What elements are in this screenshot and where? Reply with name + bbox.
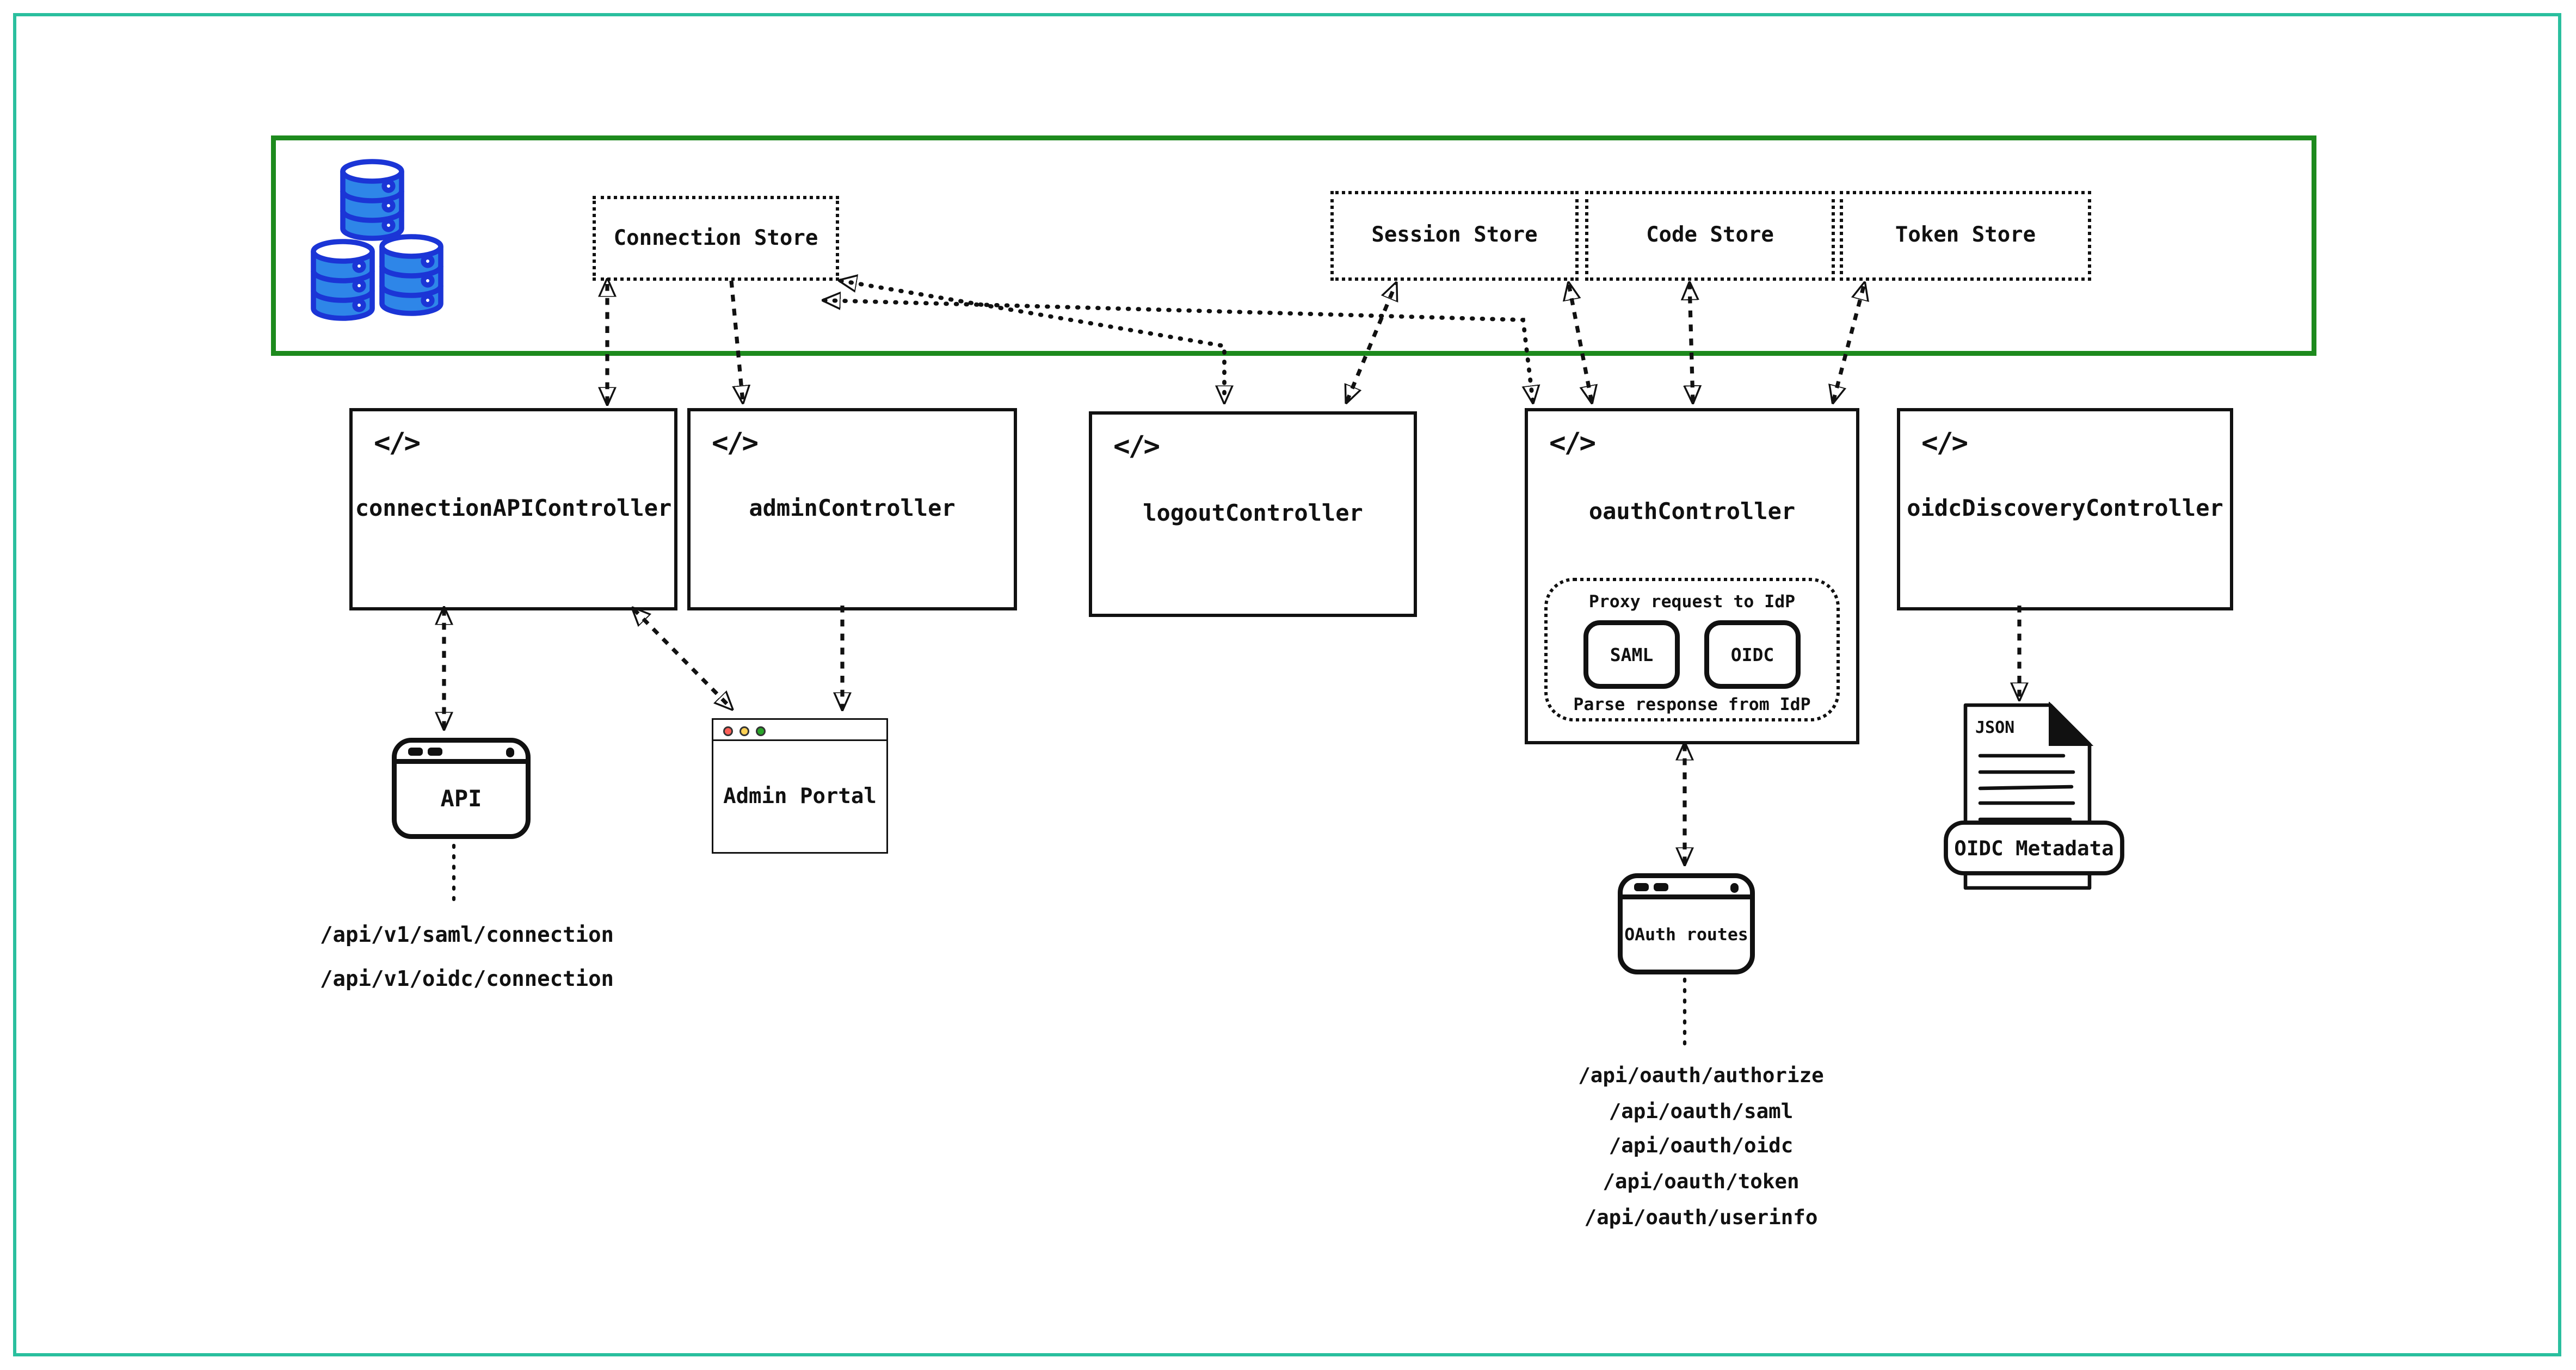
api-window: API	[392, 738, 531, 839]
connection-store: Connection Store	[593, 196, 839, 281]
code-icon: </>	[712, 428, 759, 460]
route-item: /api/oauth/saml	[1609, 1098, 1794, 1123]
parse-response-label: Parse response from IdP	[1573, 695, 1811, 715]
controller-label: adminController	[749, 496, 956, 522]
idp-proxy-group: Proxy request to IdP SAML OIDC Parse res…	[1544, 578, 1840, 721]
oauth-controller: </> oauthController Proxy request to IdP…	[1525, 408, 1859, 744]
saml-protocol-box: SAML	[1583, 620, 1680, 689]
controller-label: connectionAPIController	[355, 496, 672, 522]
maximize-traffic-light-icon	[756, 725, 766, 736]
controller-label: oauthController	[1588, 499, 1796, 526]
admin-portal-window: Admin Portal	[712, 718, 888, 854]
db-cylinder-top	[340, 159, 404, 241]
code-store-label: Code Store	[1646, 224, 1774, 248]
code-icon: </>	[1549, 428, 1596, 460]
window-button-icon	[428, 748, 442, 756]
code-store: Code Store	[1585, 191, 1835, 281]
code-icon: </>	[1921, 428, 1968, 460]
admin-controller: </> adminController	[687, 408, 1017, 610]
database-icon	[311, 159, 443, 321]
connection-api-routes: /api/v1/saml/connection /api/v1/oidc/con…	[320, 914, 614, 1002]
oauth-routes-list: /api/oauth/authorize /api/oauth/saml /ap…	[1554, 1058, 1848, 1235]
route-item: /api/v1/saml/connection	[320, 924, 614, 948]
oidc-metadata-label: OIDC Metadata	[1954, 836, 2114, 860]
window-button-icon	[1654, 883, 1668, 891]
token-store-label: Token Store	[1895, 224, 2036, 248]
route-item: /api/v1/oidc/connection	[320, 968, 614, 992]
route-item: /api/oauth/authorize	[1578, 1063, 1824, 1087]
route-item: /api/oauth/token	[1603, 1169, 1799, 1194]
session-store: Session Store	[1330, 191, 1579, 281]
json-file-type-label: JSON	[1975, 718, 2014, 737]
route-item: /api/oauth/oidc	[1609, 1133, 1794, 1158]
window-button-icon	[408, 748, 423, 756]
route-item: /api/oauth/userinfo	[1584, 1204, 1818, 1229]
logout-controller: </> logoutController	[1089, 411, 1417, 617]
window-dot-icon	[505, 748, 514, 757]
db-cylinder-left	[311, 239, 375, 321]
code-icon: </>	[1113, 431, 1160, 464]
oidc-metadata-document: JSON OIDC Metadata	[1944, 702, 2124, 890]
oidc-protocol-box: OIDC	[1704, 620, 1801, 689]
window-titlebar	[1623, 878, 1750, 899]
admin-portal-label: Admin Portal	[723, 784, 877, 809]
outer-frame	[13, 13, 2561, 1357]
oidc-discovery-controller: </> oidcDiscoveryController	[1897, 408, 2233, 610]
minimize-traffic-light-icon	[739, 725, 749, 736]
window-titlebar	[397, 743, 526, 764]
code-icon: </>	[374, 428, 421, 460]
controller-label: oidcDiscoveryController	[1907, 496, 2223, 522]
controller-label: logoutController	[1143, 501, 1363, 527]
proxy-request-label: Proxy request to IdP	[1588, 593, 1796, 612]
api-window-label: API	[440, 786, 482, 812]
connection-store-label: Connection Store	[613, 226, 818, 251]
oauth-routes-window: OAuth routes	[1618, 873, 1755, 974]
window-button-icon	[1634, 883, 1649, 891]
session-store-label: Session Store	[1371, 224, 1538, 248]
close-traffic-light-icon	[723, 725, 733, 736]
token-store: Token Store	[1840, 191, 2091, 281]
connection-api-controller: </> connectionAPIController	[349, 408, 677, 610]
oauth-routes-label: OAuth routes	[1624, 924, 1748, 945]
browser-titlebar	[713, 720, 886, 741]
protocol-row: SAML OIDC	[1583, 620, 1801, 689]
window-dot-icon	[1729, 883, 1739, 892]
db-cylinder-right	[379, 234, 443, 316]
